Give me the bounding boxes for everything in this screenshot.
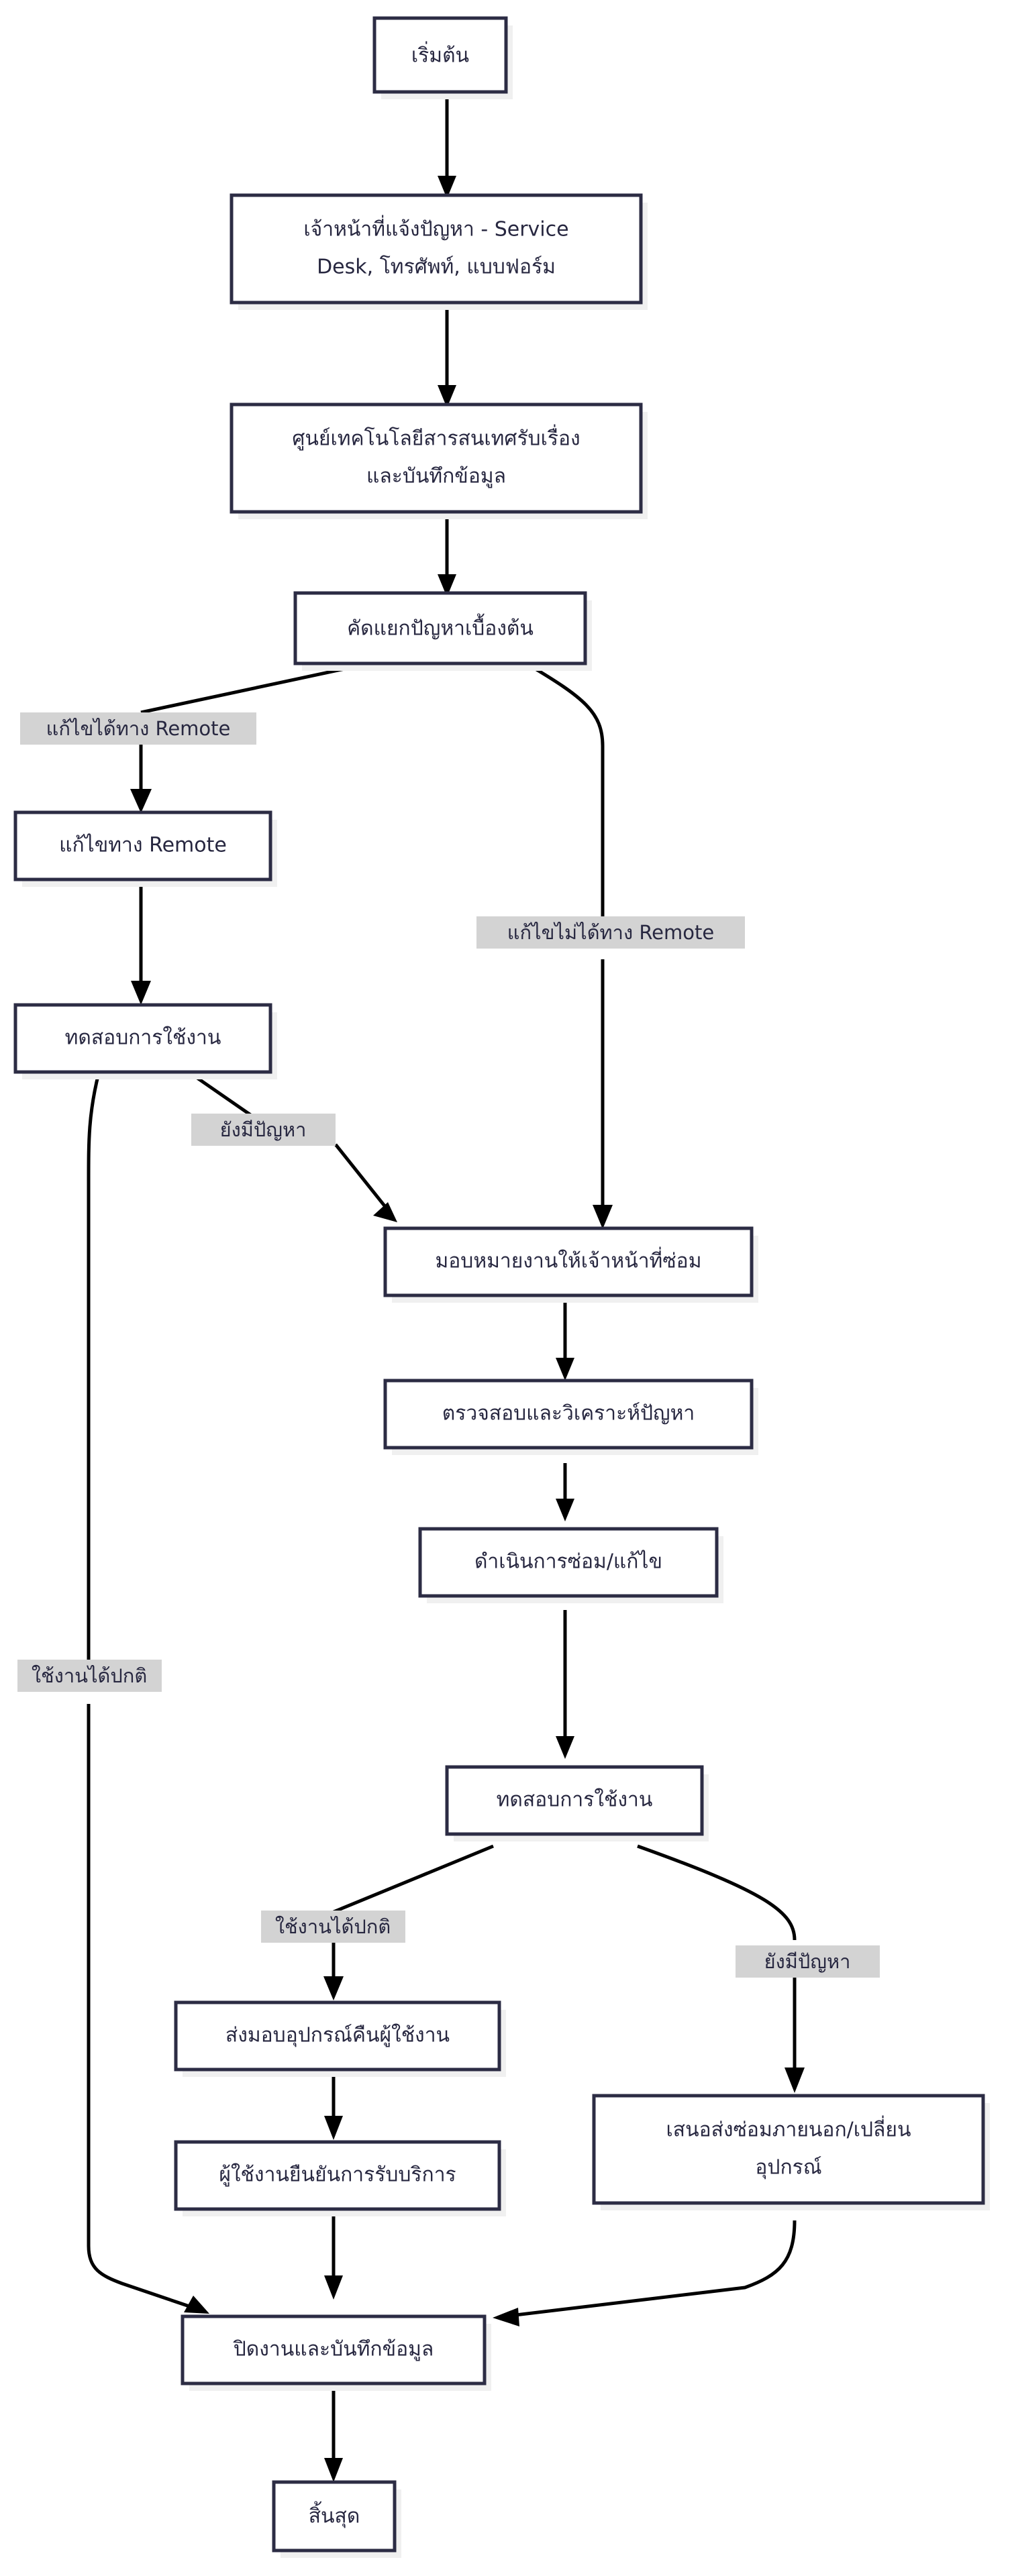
node-report-issue[interactable]: เจ้าหน้าที่แจ้งปัญหา - Service Desk, โทร… xyxy=(230,193,648,310)
node-close-record-label: ปิดงานและบันทึกข้อมูล xyxy=(233,2338,434,2361)
node-it-center-receive-label-line1: ศูนย์เทคโนโลยีสารสนเทศรับเรื่อง xyxy=(292,425,580,451)
node-end-label: สิ้นสุด xyxy=(309,2502,360,2529)
node-outsource-repair[interactable]: เสนอส่งซ่อมภายนอก/เปลี่ยน อุปกรณ์ xyxy=(592,2094,990,2210)
edge-label-layer: แก้ไขได้ทาง Remote แก้ไขไม่ได้ทาง Remote… xyxy=(17,712,880,1978)
node-outsource-repair-label-line1: เสนอส่งซ่อมภายนอก/เปลี่ยน xyxy=(666,2116,911,2142)
edge-analyze-to-repair xyxy=(556,1463,574,1521)
edge-label-still-problem-1-text: ยังมีปัญหา xyxy=(220,1118,307,1141)
edge-test1-to-assign xyxy=(187,1070,397,1222)
edge-label-works-normally-left: ใช้งานได้ปกติ xyxy=(17,1660,162,1692)
edge-label-remote-ok: แก้ไขได้ทาง Remote xyxy=(20,712,256,745)
node-test-usage-2[interactable]: ทดสอบการใช้งาน xyxy=(445,1765,709,1841)
edge-test2-to-outsource xyxy=(637,1844,805,2093)
node-analyze-issue-label: ตรวจสอบและวิเคราะห์ปัญหา xyxy=(442,1402,695,1426)
edge-test1-to-close xyxy=(87,1073,209,2314)
edge-outsource-to-close xyxy=(493,2220,797,2326)
edge-remote-fix-to-test1 xyxy=(131,879,151,1005)
node-assign-technician-label: มอบหมายงานให้เจ้าหน้าที่ซ่อม xyxy=(436,1247,702,1273)
edge-layer xyxy=(87,94,805,2482)
node-start[interactable]: เริ่มต้น xyxy=(372,16,513,99)
node-layer: เริ่มต้น เจ้าหน้าที่แจ้งปัญหา - Service … xyxy=(13,16,990,2558)
edge-label-works-normally-left-text: ใช้งานได้ปกติ xyxy=(32,1664,147,1687)
edge-triage-to-remote-fix xyxy=(130,662,367,813)
node-test-usage-2-label: ทดสอบการใช้งาน xyxy=(497,1788,653,1812)
edge-label-still-problem-1: ยังมีปัญหา xyxy=(191,1114,336,1146)
edge-start-to-report xyxy=(438,94,456,199)
node-test-usage-1[interactable]: ทดสอบการใช้งาน xyxy=(13,1003,277,1079)
edge-label-works-normally-mid-text: ใช้งานได้ปกติ xyxy=(275,1915,391,1938)
node-start-label: เริ่มต้น xyxy=(411,42,469,68)
node-user-confirm-label: ผู้ใช้งานยืนยันการรับบริการ xyxy=(219,2163,456,2187)
node-perform-repair-label: ดำเนินการซ่อม/แก้ไข xyxy=(474,1550,662,1574)
node-report-issue-label-line2: Desk, โทรศัพท์, แบบฟอร์ม xyxy=(317,255,556,279)
edge-report-to-center xyxy=(438,301,456,408)
node-handover-device-label: ส่งมอบอุปกรณ์คืนผู้ใช้งาน xyxy=(225,2024,450,2048)
edge-label-still-problem-2-text: ยังมีปัญหา xyxy=(764,1950,851,1973)
edge-center-to-triage xyxy=(438,510,456,597)
node-triage[interactable]: คัดแยกปัญหาเบื้องต้น xyxy=(293,591,592,671)
edge-triage-to-assign xyxy=(526,662,613,1229)
node-analyze-issue[interactable]: ตรวจสอบและวิเคราะห์ปัญหา xyxy=(383,1379,758,1455)
edge-repair-to-test2 xyxy=(556,1610,574,1759)
node-test-usage-1-label: ทดสอบการใช้งาน xyxy=(65,1026,221,1050)
edge-test2-to-handover xyxy=(323,1844,494,2000)
node-perform-repair[interactable]: ดำเนินการซ่อม/แก้ไข xyxy=(418,1527,723,1603)
node-report-issue-label-line1: เจ้าหน้าที่แจ้งปัญหา - Service xyxy=(303,215,568,241)
node-assign-technician[interactable]: มอบหมายงานให้เจ้าหน้าที่ซ่อม xyxy=(383,1226,758,1303)
node-outsource-repair-label-line2: อุปกรณ์ xyxy=(755,2156,821,2180)
edge-label-remote-fail: แก้ไขไม่ได้ทาง Remote xyxy=(476,916,745,949)
edge-label-works-normally-mid: ใช้งานได้ปกติ xyxy=(261,1911,405,1943)
node-triage-label: คัดแยกปัญหาเบื้องต้น xyxy=(347,614,534,641)
edge-label-still-problem-2: ยังมีปัญหา xyxy=(736,1945,880,1978)
edge-label-remote-fail-text: แก้ไขไม่ได้ทาง Remote xyxy=(507,921,714,944)
node-remote-fix-label: แก้ไขทาง Remote xyxy=(59,833,227,857)
node-remote-fix[interactable]: แก้ไขทาง Remote xyxy=(13,810,277,887)
node-it-center-receive[interactable]: ศูนย์เทคโนโลยีสารสนเทศรับเรื่อง และบันทึ… xyxy=(230,402,648,519)
node-handover-device[interactable]: ส่งมอบอุปกรณ์คืนผู้ใช้งาน xyxy=(174,2000,506,2077)
edge-label-remote-ok-text: แก้ไขได้ทาง Remote xyxy=(46,717,231,740)
edge-close-to-end xyxy=(324,2385,343,2482)
node-it-center-receive-label-line2: และบันทึกข้อมูล xyxy=(366,465,506,488)
node-user-confirm[interactable]: ผู้ใช้งานยืนยันการรับบริการ xyxy=(174,2140,506,2216)
node-close-record[interactable]: ปิดงานและบันทึกข้อมูล xyxy=(181,2314,491,2391)
node-end[interactable]: สิ้นสุด xyxy=(272,2480,401,2558)
